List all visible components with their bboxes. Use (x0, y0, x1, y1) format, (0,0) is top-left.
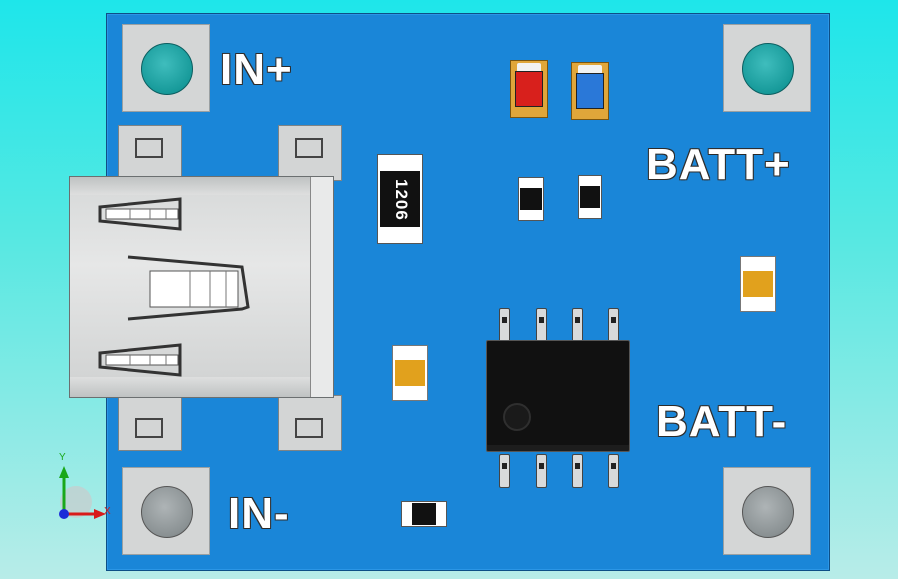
resistor-small[interactable] (578, 175, 602, 219)
axis-x-label: X (104, 506, 111, 517)
ic-pin (499, 308, 510, 342)
label-in-minus: IN- (228, 489, 290, 538)
usb-contacts (98, 197, 250, 377)
ic-pin (572, 308, 583, 342)
usb-pad (118, 125, 182, 181)
pad-batt-minus[interactable] (723, 467, 811, 555)
label-batt-plus: BATT+ (646, 140, 791, 189)
ic-pin (608, 454, 619, 488)
pad-hole (742, 486, 794, 538)
pad-in-minus[interactable] (122, 467, 210, 555)
usb-pad (118, 395, 182, 451)
pad-batt-plus[interactable] (723, 24, 811, 112)
axis-y-label: Y (59, 452, 66, 463)
coordinate-triad-icon: Y X (50, 452, 120, 536)
ic-pin (572, 454, 583, 488)
resistor-small[interactable] (401, 501, 447, 527)
led-red[interactable] (510, 60, 548, 118)
pin1-dot (503, 403, 531, 431)
pad-in-plus[interactable] (122, 24, 210, 112)
usb-pad (278, 125, 342, 181)
capacitor[interactable] (392, 345, 428, 401)
ic-pin (536, 454, 547, 488)
resistor-1206[interactable]: 1206 (377, 154, 423, 244)
ic-pin (608, 308, 619, 342)
label-batt-minus: BATT- (656, 397, 788, 446)
ic-pin (499, 454, 510, 488)
soic8-chip[interactable] (486, 340, 630, 452)
ic-pin (536, 308, 547, 342)
mini-usb-connector[interactable] (69, 176, 334, 398)
pad-hole (742, 43, 794, 95)
pad-hole (141, 43, 193, 95)
led-blue[interactable] (571, 62, 609, 120)
label-in-plus: IN+ (220, 45, 293, 94)
usb-pad (278, 395, 342, 451)
resistor-small[interactable] (518, 177, 544, 221)
capacitor[interactable] (740, 256, 776, 312)
pad-hole (141, 486, 193, 538)
resistor-marking: 1206 (392, 179, 411, 221)
